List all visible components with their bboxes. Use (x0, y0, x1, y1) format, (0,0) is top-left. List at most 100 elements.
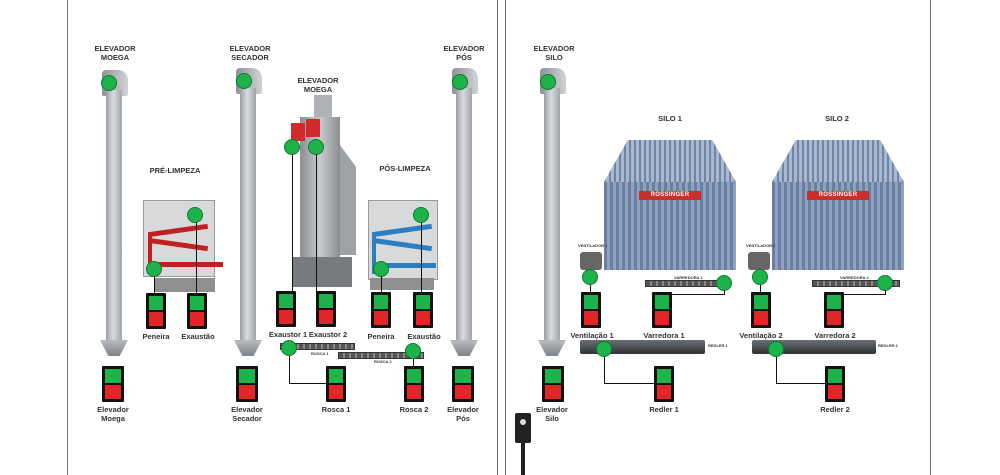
title-elevador-pos: ELEVADOR PÓS (443, 44, 485, 62)
silo2-roof (772, 140, 904, 182)
wire (289, 383, 327, 384)
status-indicator-rosca2[interactable] (405, 343, 421, 359)
switch-ventilacao2[interactable] (751, 292, 771, 328)
status-indicator-exaustao-pre[interactable] (187, 207, 203, 223)
switch-exaustor2[interactable] (316, 291, 336, 327)
switch-elev-secador[interactable] (236, 366, 258, 402)
label-exaustao-pos: Exaustão (407, 332, 441, 341)
title-elevador-secador: ELEVADOR SECADOR (229, 44, 271, 62)
status-indicator-exaustor2[interactable] (308, 139, 324, 155)
status-indicator-varr1[interactable] (716, 275, 732, 291)
elevator-column-moega (106, 90, 122, 340)
label-peneira-pos: Peneira (367, 332, 395, 341)
switch-elev-silo[interactable] (542, 366, 564, 402)
panel-divider-2 (505, 0, 506, 475)
switch-peneira-pos[interactable] (371, 292, 391, 328)
elevator-column-secador (240, 88, 256, 340)
silo1-roof (604, 140, 736, 182)
silo2-brand: ROSSINGER (807, 191, 869, 200)
rosca2-conveyor (338, 352, 424, 359)
label-elev-secador: Elevador Secador (231, 405, 263, 423)
label-peneira-pre: Peneira (142, 332, 170, 341)
status-indicator-vent2[interactable] (752, 269, 768, 285)
elevator-column-silo (544, 88, 560, 340)
switch-varredora1[interactable] (652, 292, 672, 328)
switch-varredora2[interactable] (824, 292, 844, 328)
switch-exaustao-pos[interactable] (413, 292, 433, 328)
wire (316, 154, 317, 292)
label-exaustao-pre: Exaustão (181, 332, 215, 341)
label-ventilacao2: Ventilação 2 (739, 331, 783, 340)
wire (662, 294, 725, 295)
label-rosca1: Rosca 1 (321, 405, 351, 414)
tiny-varr2: VARREDORA 2 (840, 275, 869, 280)
elevator-column-pos (456, 88, 472, 340)
status-indicator-vent1[interactable] (582, 269, 598, 285)
switch-exaustor1[interactable] (276, 291, 296, 327)
switch-exaustao-pre[interactable] (187, 293, 207, 329)
title-silo2: SILO 2 (825, 114, 849, 123)
switch-rosca1[interactable] (326, 366, 346, 402)
wire (776, 383, 826, 384)
switch-redler2[interactable] (825, 366, 845, 402)
label-elev-silo: Elevador Silo (536, 405, 568, 423)
status-indicator-elev-silo[interactable] (540, 74, 556, 90)
status-indicator-exaustao-pos[interactable] (413, 207, 429, 223)
wire (834, 294, 886, 295)
label-ventilacao1: Ventilação 1 (570, 331, 614, 340)
silo1-brand: ROSSINGER (639, 191, 701, 200)
wire (289, 356, 290, 383)
status-indicator-varr2[interactable] (877, 275, 893, 291)
varredora2-conveyor (812, 280, 900, 287)
label-exaustor2: Exaustor 2 (308, 330, 348, 339)
switch-ventilacao1[interactable] (581, 292, 601, 328)
wire (885, 290, 886, 294)
elevator-boot (100, 340, 128, 356)
wire (776, 357, 777, 383)
post-cleaner-machine (368, 200, 440, 290)
wire (604, 357, 605, 383)
wire (154, 276, 155, 294)
scroll-slider-track[interactable] (521, 443, 525, 475)
status-indicator-redler1[interactable] (596, 341, 612, 357)
tiny-varr1: VARREDORA 1 (674, 275, 703, 280)
switch-rosca2[interactable] (404, 366, 424, 402)
status-indicator-peneira-pos[interactable] (373, 261, 389, 277)
tiny-rosca1: ROSCA 1 (311, 351, 329, 356)
label-varredora1: Varredora 1 (643, 331, 685, 340)
label-varredora2: Varredora 2 (814, 331, 856, 340)
tiny-redler2: REDLER 2 (878, 343, 898, 348)
wire (381, 276, 382, 293)
title-pos-limpeza: PÓS-LIMPEZA (379, 164, 431, 173)
tiny-vent1: VENTILADOR 1 (578, 243, 608, 248)
switch-redler1[interactable] (654, 366, 674, 402)
label-elev-moega: Elevador Moega (97, 405, 129, 423)
wire (724, 290, 725, 294)
elevator-boot (538, 340, 566, 356)
wire (604, 383, 655, 384)
status-indicator-elev-pos[interactable] (452, 74, 468, 90)
label-rosca2: Rosca 2 (399, 405, 429, 414)
status-indicator-peneira-pre[interactable] (146, 261, 162, 277)
title-dryer: ELEVADOR MOEGA (297, 76, 339, 94)
wire (413, 359, 414, 369)
status-indicator-elev-secador[interactable] (236, 73, 252, 89)
label-redler2: Redler 2 (820, 405, 850, 414)
switch-peneira-pre[interactable] (146, 293, 166, 329)
panel-border-right (930, 0, 931, 475)
status-indicator-elev-moega[interactable] (101, 75, 117, 91)
elevator-boot (234, 340, 262, 356)
switch-elev-pos[interactable] (452, 366, 474, 402)
label-redler1: Redler 1 (649, 405, 679, 414)
wire (590, 285, 591, 293)
tiny-rosca2: ROSCA 2 (374, 359, 392, 364)
status-indicator-exaustor1[interactable] (284, 139, 300, 155)
status-indicator-redler2[interactable] (768, 341, 784, 357)
wire (196, 222, 197, 294)
scroll-slider-handle[interactable] (515, 413, 531, 443)
switch-elev-moega[interactable] (102, 366, 124, 402)
fan1 (580, 252, 602, 270)
status-indicator-rosca1[interactable] (281, 340, 297, 356)
wire (292, 154, 293, 292)
title-elevador-moega: ELEVADOR MOEGA (94, 44, 136, 62)
